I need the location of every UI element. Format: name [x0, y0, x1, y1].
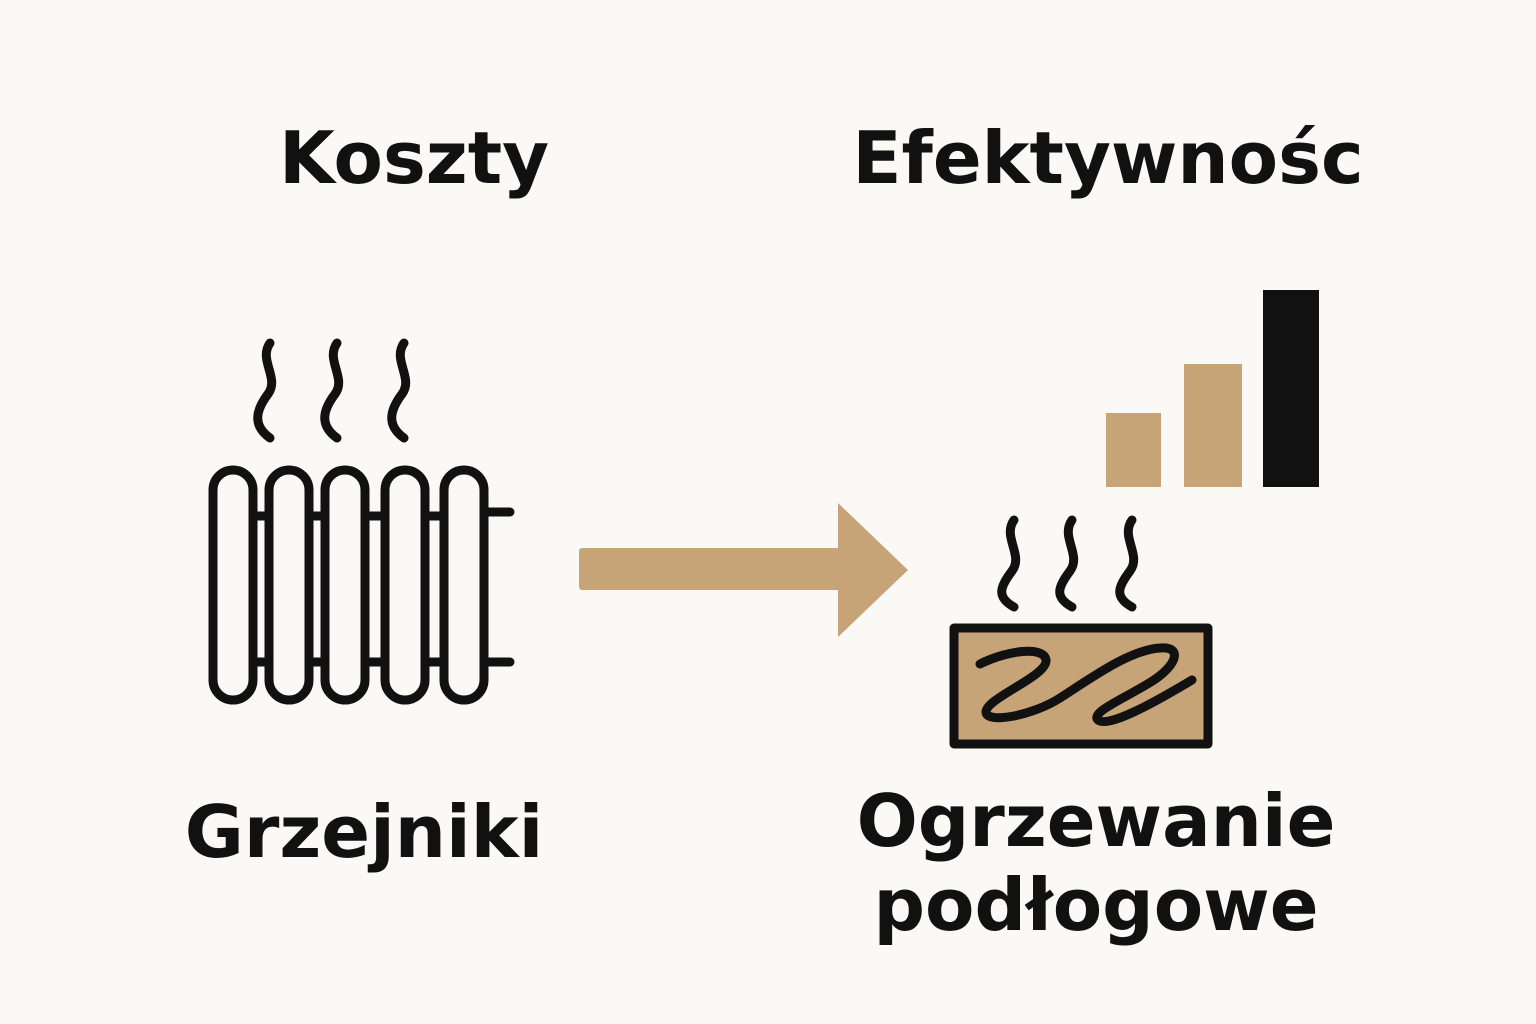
radiator-icon: [208, 338, 515, 705]
label-underfloor-line2: podłogowe: [873, 862, 1319, 947]
chart-bar-1: [1106, 413, 1161, 487]
title-efficiency: Efektywnośc: [852, 116, 1364, 200]
floor-heat-waves: [997, 515, 1139, 612]
label-underfloor-line1: Ogrzewanie: [856, 779, 1336, 863]
radiator-heat-waves: [253, 338, 411, 443]
label-underfloor-heating: Ogrzewanie podłogowe: [856, 779, 1336, 947]
chart-bar-3: [1263, 290, 1319, 487]
bar-chart-icon: [1106, 290, 1319, 487]
underfloor-heating-icon: [949, 515, 1213, 749]
floor-heating-coil: [975, 643, 1197, 726]
chart-bar-2: [1184, 364, 1242, 487]
arrow-right-icon: [579, 503, 908, 637]
label-radiators: Grzejniki: [184, 790, 544, 874]
title-costs: Koszty: [278, 116, 550, 200]
